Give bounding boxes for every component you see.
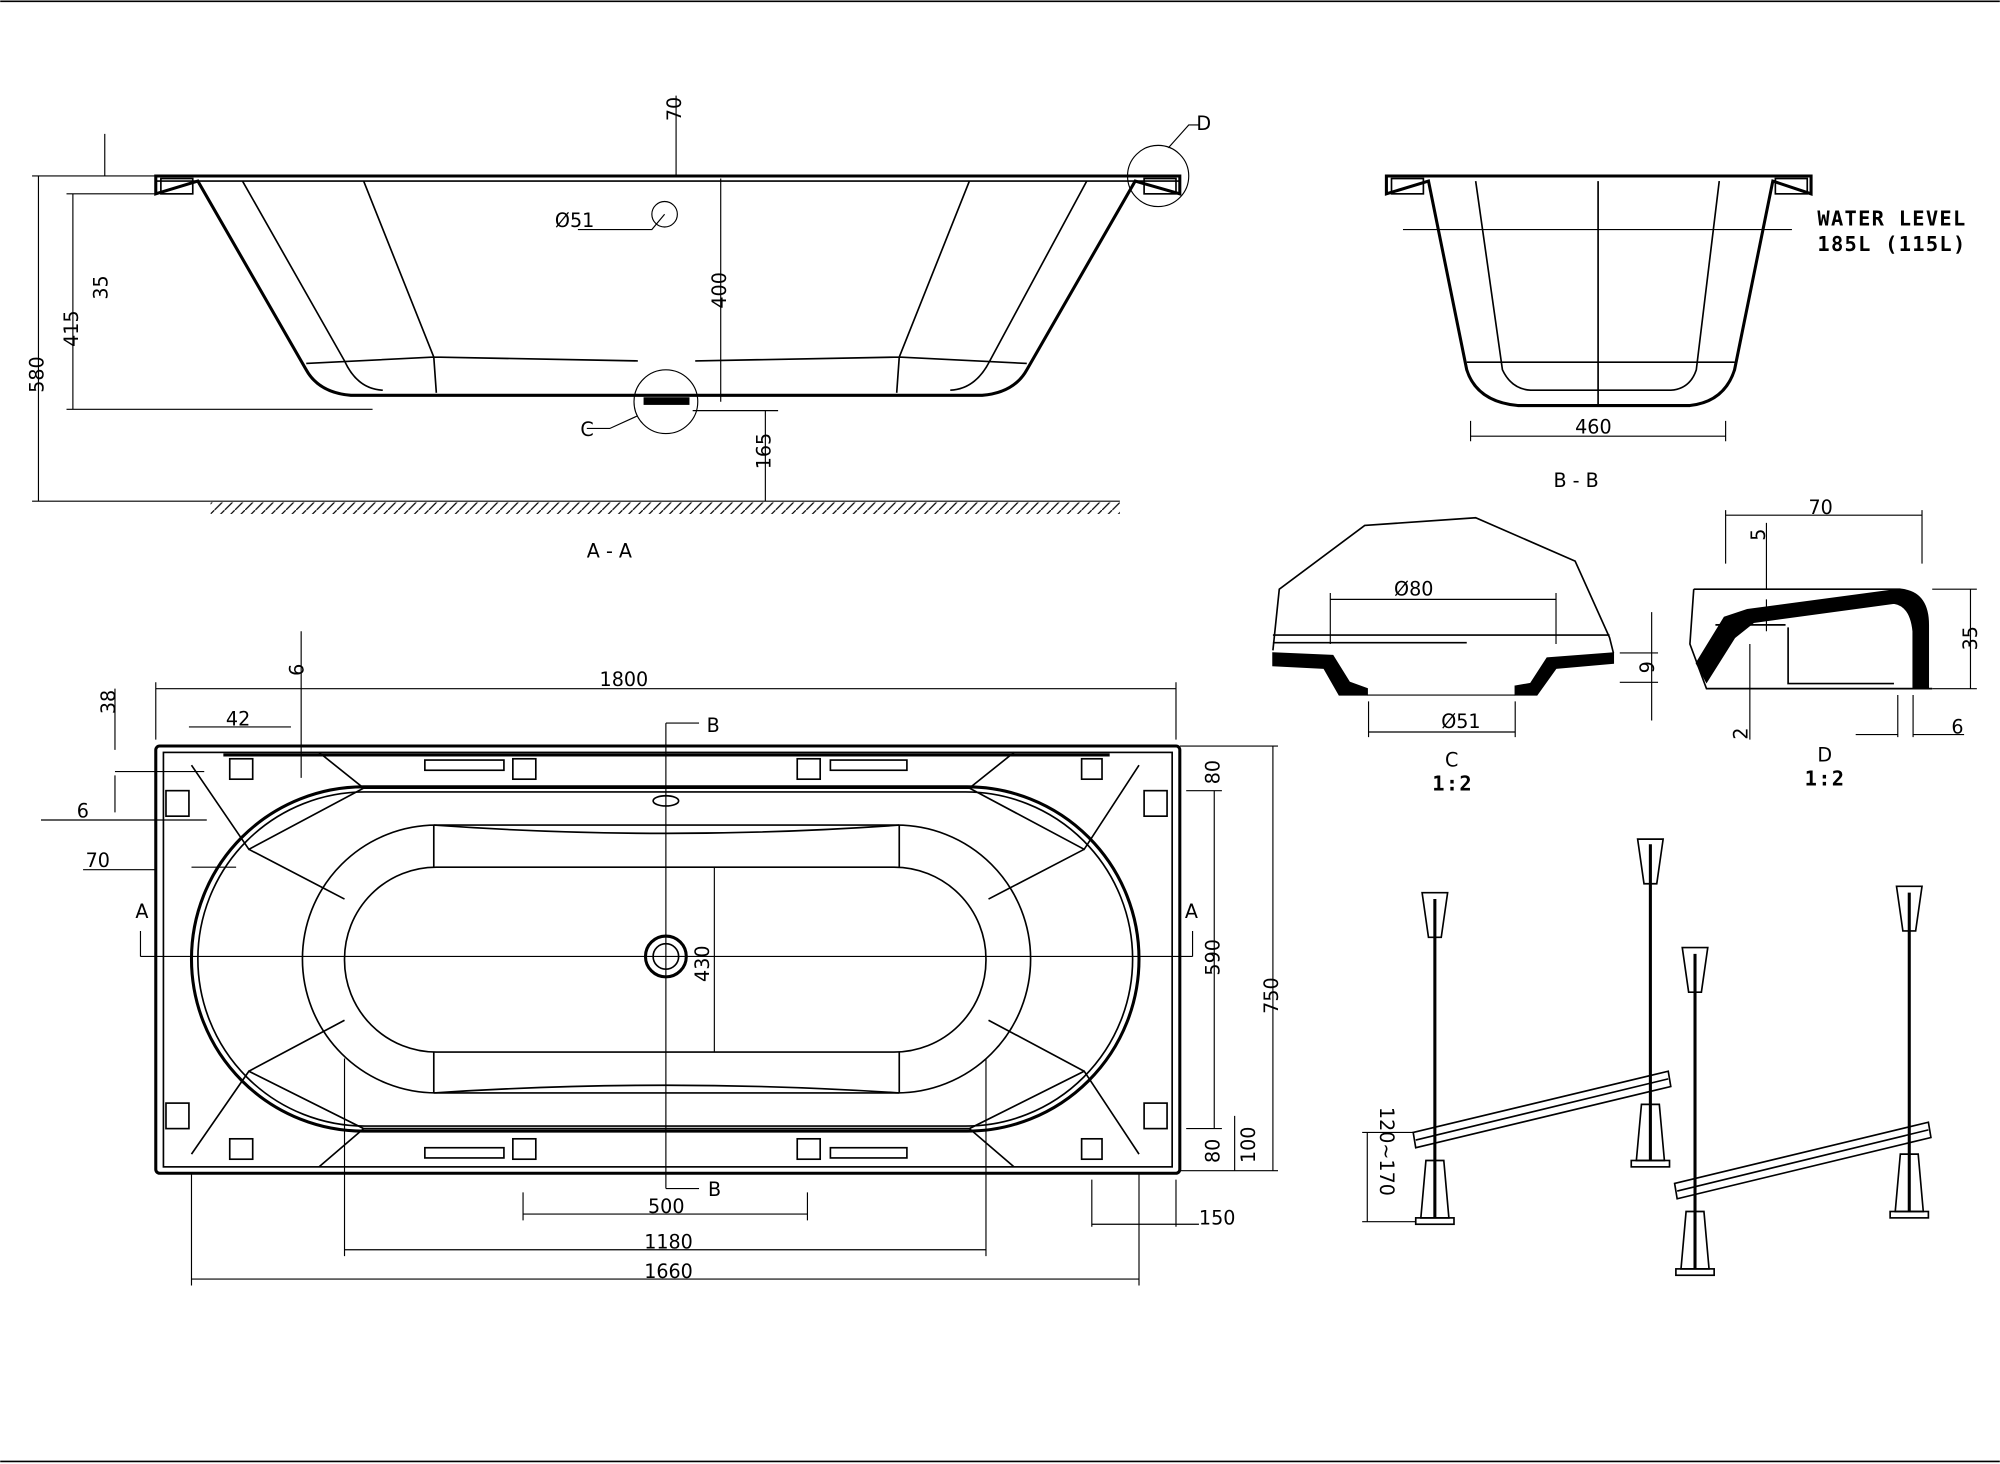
dim-1180: 1180 [644, 1230, 693, 1253]
detail-d: 70 35 5 2 6 D 1:2 [1689, 496, 1982, 791]
section-a-right: A [1185, 900, 1198, 923]
dim-d-2: 2 [1729, 727, 1752, 739]
dim-460: 460 [1575, 416, 1611, 439]
section-bb: 460 B - B WATER LEVEL 185L (115L) [1384, 174, 1966, 492]
water-level-value: 185L (115L) [1817, 232, 1966, 256]
callout-c: C [580, 418, 593, 441]
dim-80-top: 80 [1201, 760, 1224, 784]
section-aa-label: A - A [587, 539, 632, 562]
dim-c-80: Ø80 [1394, 578, 1433, 601]
leg-frame-assembly: 120~170 [1362, 838, 1932, 1277]
dim-38: 38 [97, 690, 120, 714]
dim-165: 165 [752, 433, 775, 469]
dim-c-51: Ø51 [1441, 710, 1480, 733]
dim-6-top: 6 [286, 664, 309, 676]
dim-35: 35 [89, 275, 112, 299]
dim-150: 150 [1199, 1206, 1235, 1229]
detail-d-label: D [1817, 743, 1832, 766]
section-b-top: B [707, 714, 720, 737]
dim-430: 430 [691, 945, 714, 981]
detail-d-scale: 1:2 [1805, 767, 1846, 791]
dim-580: 580 [26, 356, 49, 392]
dim-70-side: 70 [86, 849, 110, 872]
dim-100: 100 [1237, 1127, 1260, 1163]
dim-d-5: 5 [1747, 529, 1770, 541]
dim-leg-height: 120~170 [1375, 1107, 1398, 1196]
dim-590: 590 [1201, 939, 1224, 975]
water-level-title: WATER LEVEL [1817, 207, 1966, 231]
section-b-bottom: B [708, 1178, 721, 1201]
dim-500: 500 [648, 1195, 684, 1218]
dim-1800: 1800 [600, 668, 649, 691]
detail-c-label: C [1445, 748, 1458, 771]
dim-6-side: 6 [77, 799, 89, 822]
dim-1660: 1660 [644, 1260, 693, 1283]
dim-d-35: 35 [1959, 626, 1982, 650]
callout-d: D [1196, 112, 1211, 135]
dim-overflow-diameter: Ø51 [555, 209, 594, 232]
section-a-left: A [135, 900, 148, 923]
dim-400: 400 [708, 272, 731, 308]
plan-view: 1800 1660 1180 500 430 590 750 80 80 100… [41, 631, 1283, 1286]
dim-80-bottom: 80 [1201, 1139, 1224, 1163]
dim-750: 750 [1260, 977, 1283, 1013]
section-bb-label: B - B [1553, 469, 1598, 492]
dim-d-6: 6 [1951, 715, 1963, 738]
detail-c-scale: 1:2 [1432, 772, 1473, 796]
detail-c: Ø80 Ø51 9 C 1:2 [1272, 516, 1659, 796]
section-aa: 580 415 35 400 165 70 Ø51 C D A - A [26, 95, 1211, 562]
dim-415: 415 [60, 310, 83, 346]
dim-c-9: 9 [1636, 661, 1659, 673]
dim-d-70: 70 [1809, 496, 1833, 519]
dim-42: 42 [226, 708, 250, 731]
dim-70: 70 [663, 97, 686, 121]
